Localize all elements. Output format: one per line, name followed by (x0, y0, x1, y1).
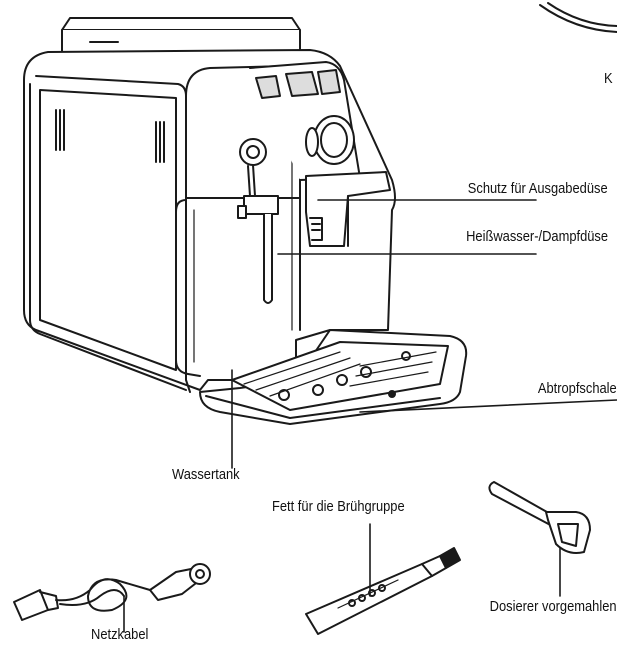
label-drip-tray: Abtropfschale (538, 380, 617, 397)
coffee-spout (305, 171, 391, 247)
label-cut-off-k: K (604, 70, 613, 87)
control-panel (249, 61, 361, 181)
cutoff-arc-inner (547, 2, 617, 27)
label-grease: Fett für die Brühgruppe (272, 498, 405, 515)
steam-wand (237, 138, 279, 304)
leader-lines (123, 199, 617, 633)
bean-hopper-lid (61, 17, 301, 56)
grease-tube (305, 547, 461, 635)
leader-drip-tray (359, 399, 617, 413)
power-cord (13, 563, 211, 621)
label-power-cord: Netzkabel (91, 626, 149, 643)
drip-tray (199, 329, 468, 425)
label-steam-nozzle: Heißwasser-/Dampfdüse (466, 228, 608, 245)
label-measuring-scoop: Dosierer vorgemahlen (490, 598, 617, 615)
cutoff-arc (539, 4, 617, 33)
label-water-tank: Wassertank (172, 466, 240, 483)
measuring-scoop (488, 481, 591, 554)
label-nozzle-guard: Schutz für Ausgabedüse (468, 180, 608, 197)
